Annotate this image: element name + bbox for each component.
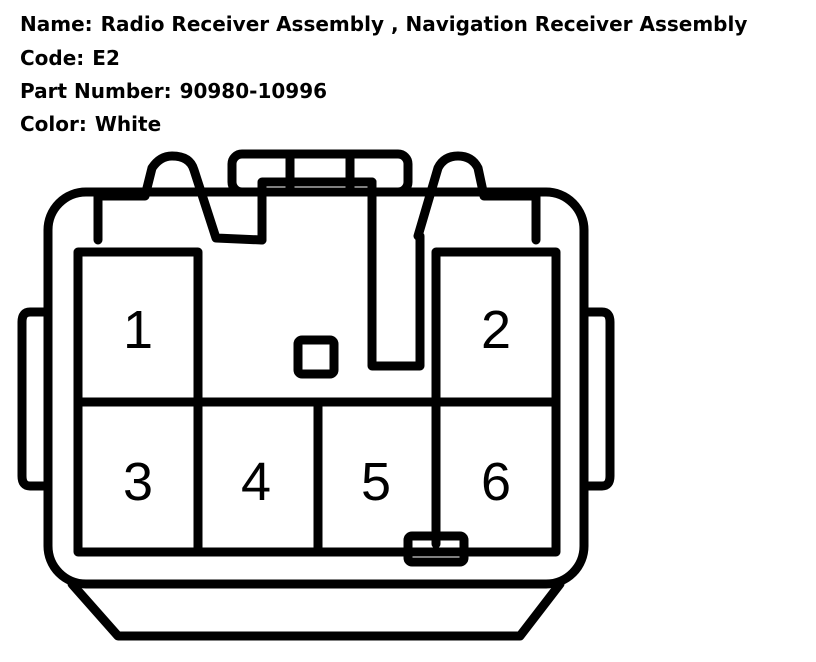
part-number-value: 90980-10996 (179, 79, 328, 103)
bottom-latch-tab (403, 531, 469, 567)
key-path-left (257, 177, 377, 245)
code-label: Code: (20, 46, 85, 70)
connector-name-line: Name: Radio Receiver Assembly , Navigatio… (20, 12, 747, 36)
polarity-key-square (293, 335, 339, 379)
name-value: Radio Receiver Assembly , Navigation Rec… (100, 12, 748, 36)
left-shoulder (93, 151, 267, 245)
left-side-latch (17, 307, 53, 491)
pin-label-4: 4 (241, 452, 271, 512)
connector-color-line: Color: White (20, 112, 161, 136)
key-path-right (367, 177, 425, 371)
right-shoulder (413, 151, 541, 245)
name-label: Name: (20, 12, 93, 36)
pin-label-1: 1 (123, 300, 153, 360)
part-number-line: Part Number: 90980-10996 (20, 79, 327, 103)
part-number-label: Part Number: (20, 79, 172, 103)
code-value: E2 (92, 46, 120, 70)
pin-label-3: 3 (123, 452, 153, 512)
connector-bottom-skirt (67, 579, 565, 641)
pin-label-6: 6 (481, 452, 511, 512)
color-value: White (94, 112, 162, 136)
top-locking-tab (227, 149, 413, 197)
pin-label-2: 2 (481, 300, 511, 360)
right-side-latch (579, 307, 615, 491)
pin-label-5: 5 (361, 452, 391, 512)
connector-code-line: Code: E2 (20, 46, 120, 70)
color-label: Color: (20, 112, 87, 136)
